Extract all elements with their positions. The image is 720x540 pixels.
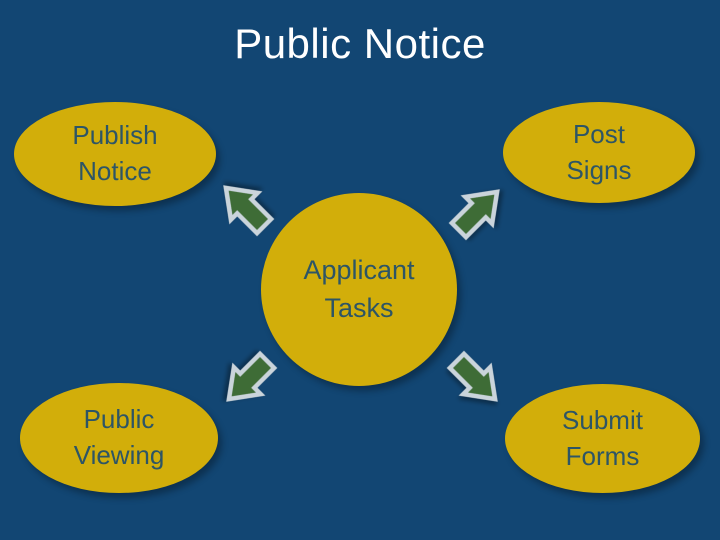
arrow-up-right-icon: [448, 189, 500, 241]
node-applicant-tasks: Applicant Tasks: [261, 193, 457, 386]
node-submit-forms-label: Submit Forms: [562, 404, 643, 471]
node-publish-notice: Publish Notice: [14, 102, 216, 206]
node-public-viewing-label: Public Viewing: [73, 404, 165, 470]
node-post-signs-label: Post Signs: [566, 118, 632, 185]
node-applicant-tasks-label: Applicant Tasks: [303, 255, 415, 323]
arrow-down-left-icon: [226, 350, 278, 402]
node-publish-notice-label: Publish Notice: [72, 120, 158, 186]
arrow-up-left-icon: [223, 185, 275, 237]
node-public-viewing: Public Viewing: [20, 383, 218, 493]
node-post-signs: Post Signs: [503, 102, 695, 203]
node-submit-forms: Submit Forms: [505, 384, 700, 493]
arrow-down-right-icon: [446, 350, 498, 402]
slide-title: Public Notice: [234, 20, 486, 67]
